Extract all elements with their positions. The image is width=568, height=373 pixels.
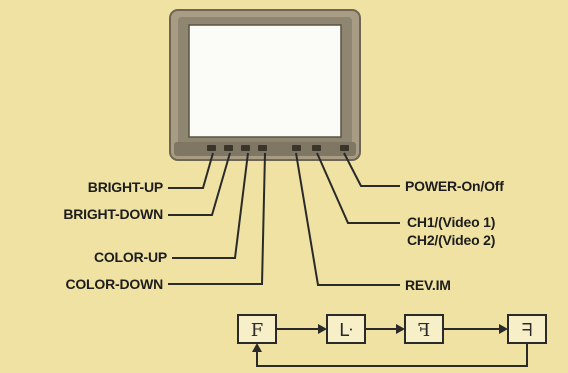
flow-glyph-1: F <box>251 320 264 341</box>
label-bright-up: BRIGHT-UP <box>87 179 163 195</box>
button-power <box>340 145 349 151</box>
monitor-buttons <box>207 145 349 151</box>
flow-arrowhead-3 <box>499 324 508 334</box>
leader-ch <box>316 152 400 224</box>
label-color-up: COLOR-UP <box>93 249 167 265</box>
button-color-down <box>258 145 267 151</box>
label-rev-im: REV.IM <box>405 277 451 293</box>
label-ch1: CH1/(Video 1) <box>407 214 496 230</box>
button-color-up <box>241 145 250 151</box>
monitor <box>169 9 361 161</box>
flow-arrowhead-return <box>252 343 262 352</box>
button-ch <box>312 145 321 151</box>
monitor-screen <box>188 24 342 138</box>
leader-color-down <box>168 152 266 285</box>
orientation-flow: F ᒷ ꟻ ᖷ <box>237 314 547 367</box>
button-bright-up <box>207 145 216 151</box>
flow-arrowhead-1 <box>318 324 327 334</box>
flow-glyph-2: ᒷ <box>339 320 353 341</box>
label-bright-down: BRIGHT-DOWN <box>63 206 163 222</box>
leader-lines <box>168 152 400 286</box>
leader-color-up <box>172 152 249 259</box>
label-color-down: COLOR-DOWN <box>65 276 163 292</box>
flow-return-line <box>256 343 528 367</box>
flow-glyph-3: ꟻ <box>418 320 431 341</box>
flow-glyph-4: ᖷ <box>522 320 533 341</box>
leader-bright-down <box>168 152 231 216</box>
label-power: POWER-On/Off <box>405 178 504 194</box>
label-ch2: CH2/(Video 2) <box>407 232 496 248</box>
leader-bright-up <box>168 152 214 189</box>
button-bright-down <box>224 145 233 151</box>
flow-arrowhead-2 <box>396 324 405 334</box>
leader-power <box>343 152 400 187</box>
button-rev-im <box>292 145 301 151</box>
leader-rev-im <box>295 152 400 286</box>
